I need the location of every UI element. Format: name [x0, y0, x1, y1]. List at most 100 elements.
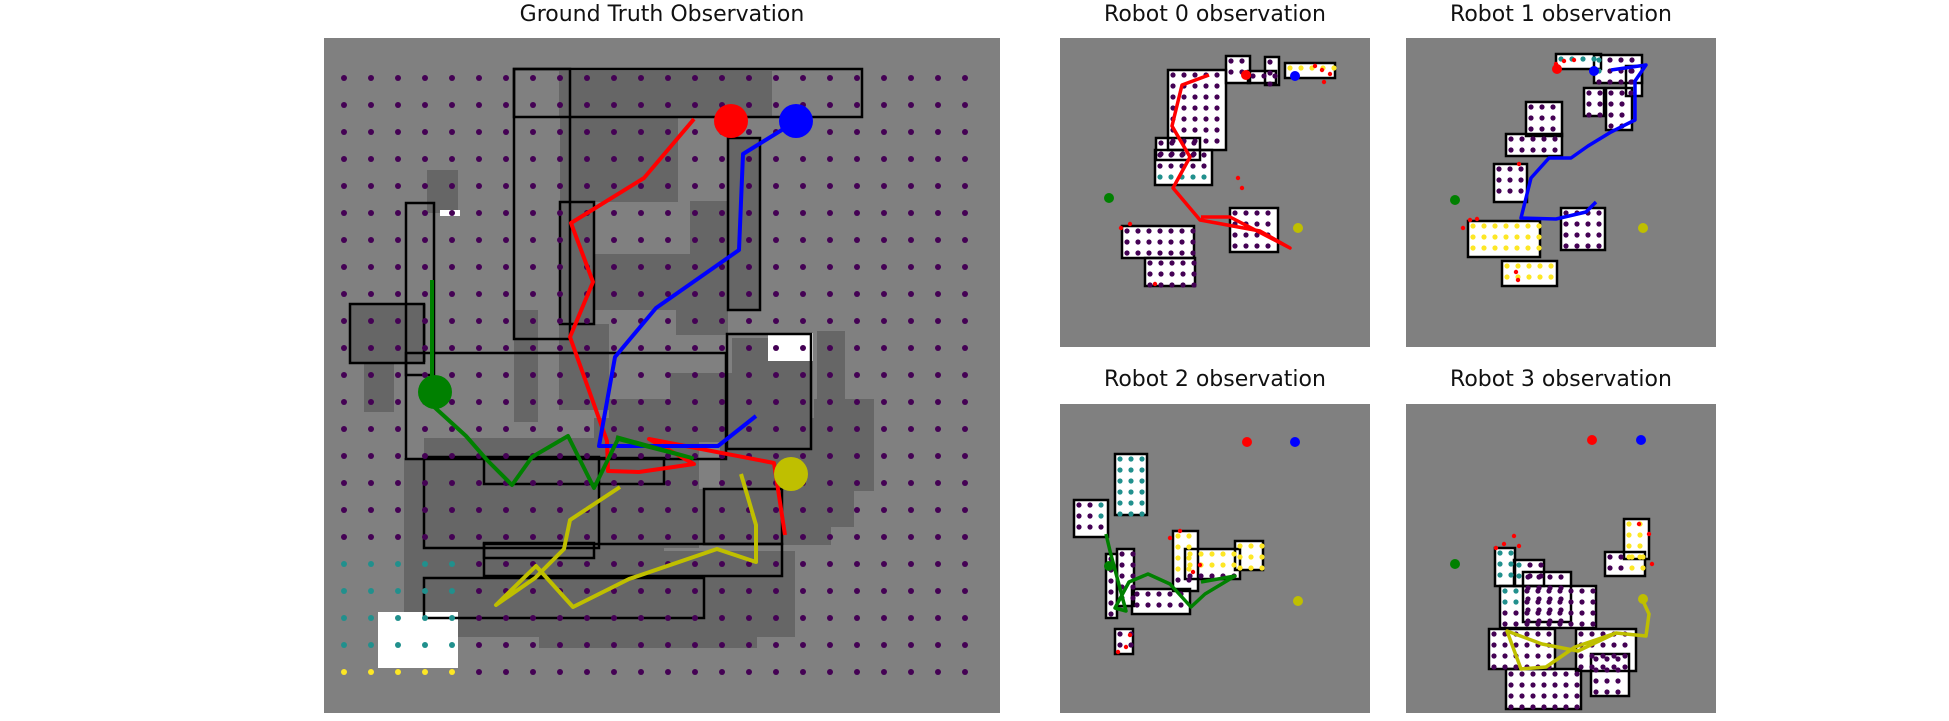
visit-count-dot [1524, 588, 1530, 594]
visit-count-dot [1130, 562, 1136, 568]
visit-count-dot [746, 615, 752, 621]
visit-count-dot [1568, 621, 1574, 627]
visit-count-dot [1170, 83, 1176, 89]
visit-count-dot [341, 642, 347, 648]
frontier-point [1460, 225, 1466, 231]
visit-count-dot [638, 345, 644, 351]
visit-count-dot [1191, 260, 1197, 266]
visit-count-dot [1117, 631, 1123, 637]
visit-count-dot [638, 588, 644, 594]
visit-count-dot [1590, 621, 1596, 627]
frontier-point [1511, 533, 1517, 539]
frontier-point [1239, 185, 1245, 191]
robot3-marker [774, 457, 808, 491]
visit-count-dot [1507, 166, 1513, 172]
wall [1072, 498, 1110, 539]
visit-count-dot [908, 156, 914, 162]
visit-count-dot [584, 129, 590, 135]
visit-count-dot [773, 588, 779, 594]
visit-count-dot [1504, 263, 1510, 269]
visit-count-dot [368, 480, 374, 486]
visit-count-dot [1158, 271, 1164, 277]
visit-count-dot [395, 237, 401, 243]
frontier-point [1312, 63, 1318, 69]
visit-count-dot [1214, 94, 1220, 100]
wall [1500, 259, 1559, 288]
visit-count-dot [1201, 174, 1207, 180]
frontier-point [1321, 79, 1327, 85]
visit-count-dot [1119, 562, 1125, 568]
visit-count-dot [908, 264, 914, 270]
visit-count-dot [395, 669, 401, 675]
visit-count-dot [476, 264, 482, 270]
visit-count-dot [827, 453, 833, 459]
visit-count-dot [1203, 94, 1209, 100]
visit-count-dot [1190, 250, 1196, 256]
visit-count-dot [530, 534, 536, 540]
visit-count-dot [800, 156, 806, 162]
visit-count-dot [1535, 610, 1541, 616]
visit-count-dot [1108, 589, 1114, 595]
visit-count-dot [1201, 163, 1207, 169]
visit-count-dot [827, 75, 833, 81]
visit-count-dot [1243, 210, 1249, 216]
visit-count-dot [827, 426, 833, 432]
visit-count-dot [692, 102, 698, 108]
visit-count-dot [1124, 228, 1130, 234]
wall [1582, 86, 1606, 118]
visit-count-dot [584, 615, 590, 621]
visit-count-dot [827, 345, 833, 351]
visit-count-dot [1231, 551, 1237, 557]
visit-count-dot [1597, 90, 1603, 96]
robot2-marker [1104, 193, 1114, 203]
visit-count-dot [584, 345, 590, 351]
robot0-path [1170, 73, 1292, 250]
frontier-point [1235, 175, 1241, 181]
visit-count-dot [476, 318, 482, 324]
visit-count-dot [584, 588, 590, 594]
visit-count-dot [638, 615, 644, 621]
visit-count-dot [692, 237, 698, 243]
visit-count-dot [962, 345, 968, 351]
visit-count-dot [773, 561, 779, 567]
visit-count-dot [1536, 245, 1542, 251]
visit-count-dot [746, 156, 752, 162]
visit-count-dot [503, 426, 509, 432]
visit-count-dot [449, 345, 455, 351]
visit-count-dot [719, 318, 725, 324]
visit-count-dot [1128, 511, 1134, 517]
visit-count-dot [395, 426, 401, 432]
visit-count-dot [449, 453, 455, 459]
visit-count-dot [962, 588, 968, 594]
visit-count-dot [935, 480, 941, 486]
visit-count-dot [1524, 610, 1530, 616]
visit-count-dot [1563, 671, 1569, 677]
visit-count-dot [1265, 243, 1271, 249]
visit-count-dot [1470, 245, 1476, 251]
visit-count-dot [827, 264, 833, 270]
visit-count-dot [341, 264, 347, 270]
visit-count-dot [773, 615, 779, 621]
wall [1559, 206, 1607, 252]
visit-count-dot [935, 156, 941, 162]
visit-count-dot [854, 588, 860, 594]
visit-count-dot [1503, 223, 1509, 229]
visit-count-dot [908, 588, 914, 594]
visit-count-dot [1180, 271, 1186, 277]
visit-count-dot [962, 75, 968, 81]
visit-count-dot [746, 210, 752, 216]
visit-count-dot [881, 426, 887, 432]
visit-count-dot [1214, 138, 1220, 144]
visit-count-dot [881, 372, 887, 378]
visit-count-dot [476, 75, 482, 81]
visit-count-dot [908, 615, 914, 621]
frontier-point [1123, 644, 1129, 650]
visit-count-dot [1135, 239, 1141, 245]
visit-count-dot [530, 345, 536, 351]
visit-count-dot [719, 642, 725, 648]
visit-count-dot [1629, 57, 1635, 63]
visit-count-dot [1528, 115, 1534, 121]
visit-count-dot [1524, 642, 1530, 648]
robot1-title: Robot 1 observation [1450, 2, 1672, 27]
visit-count-dot [557, 210, 563, 216]
